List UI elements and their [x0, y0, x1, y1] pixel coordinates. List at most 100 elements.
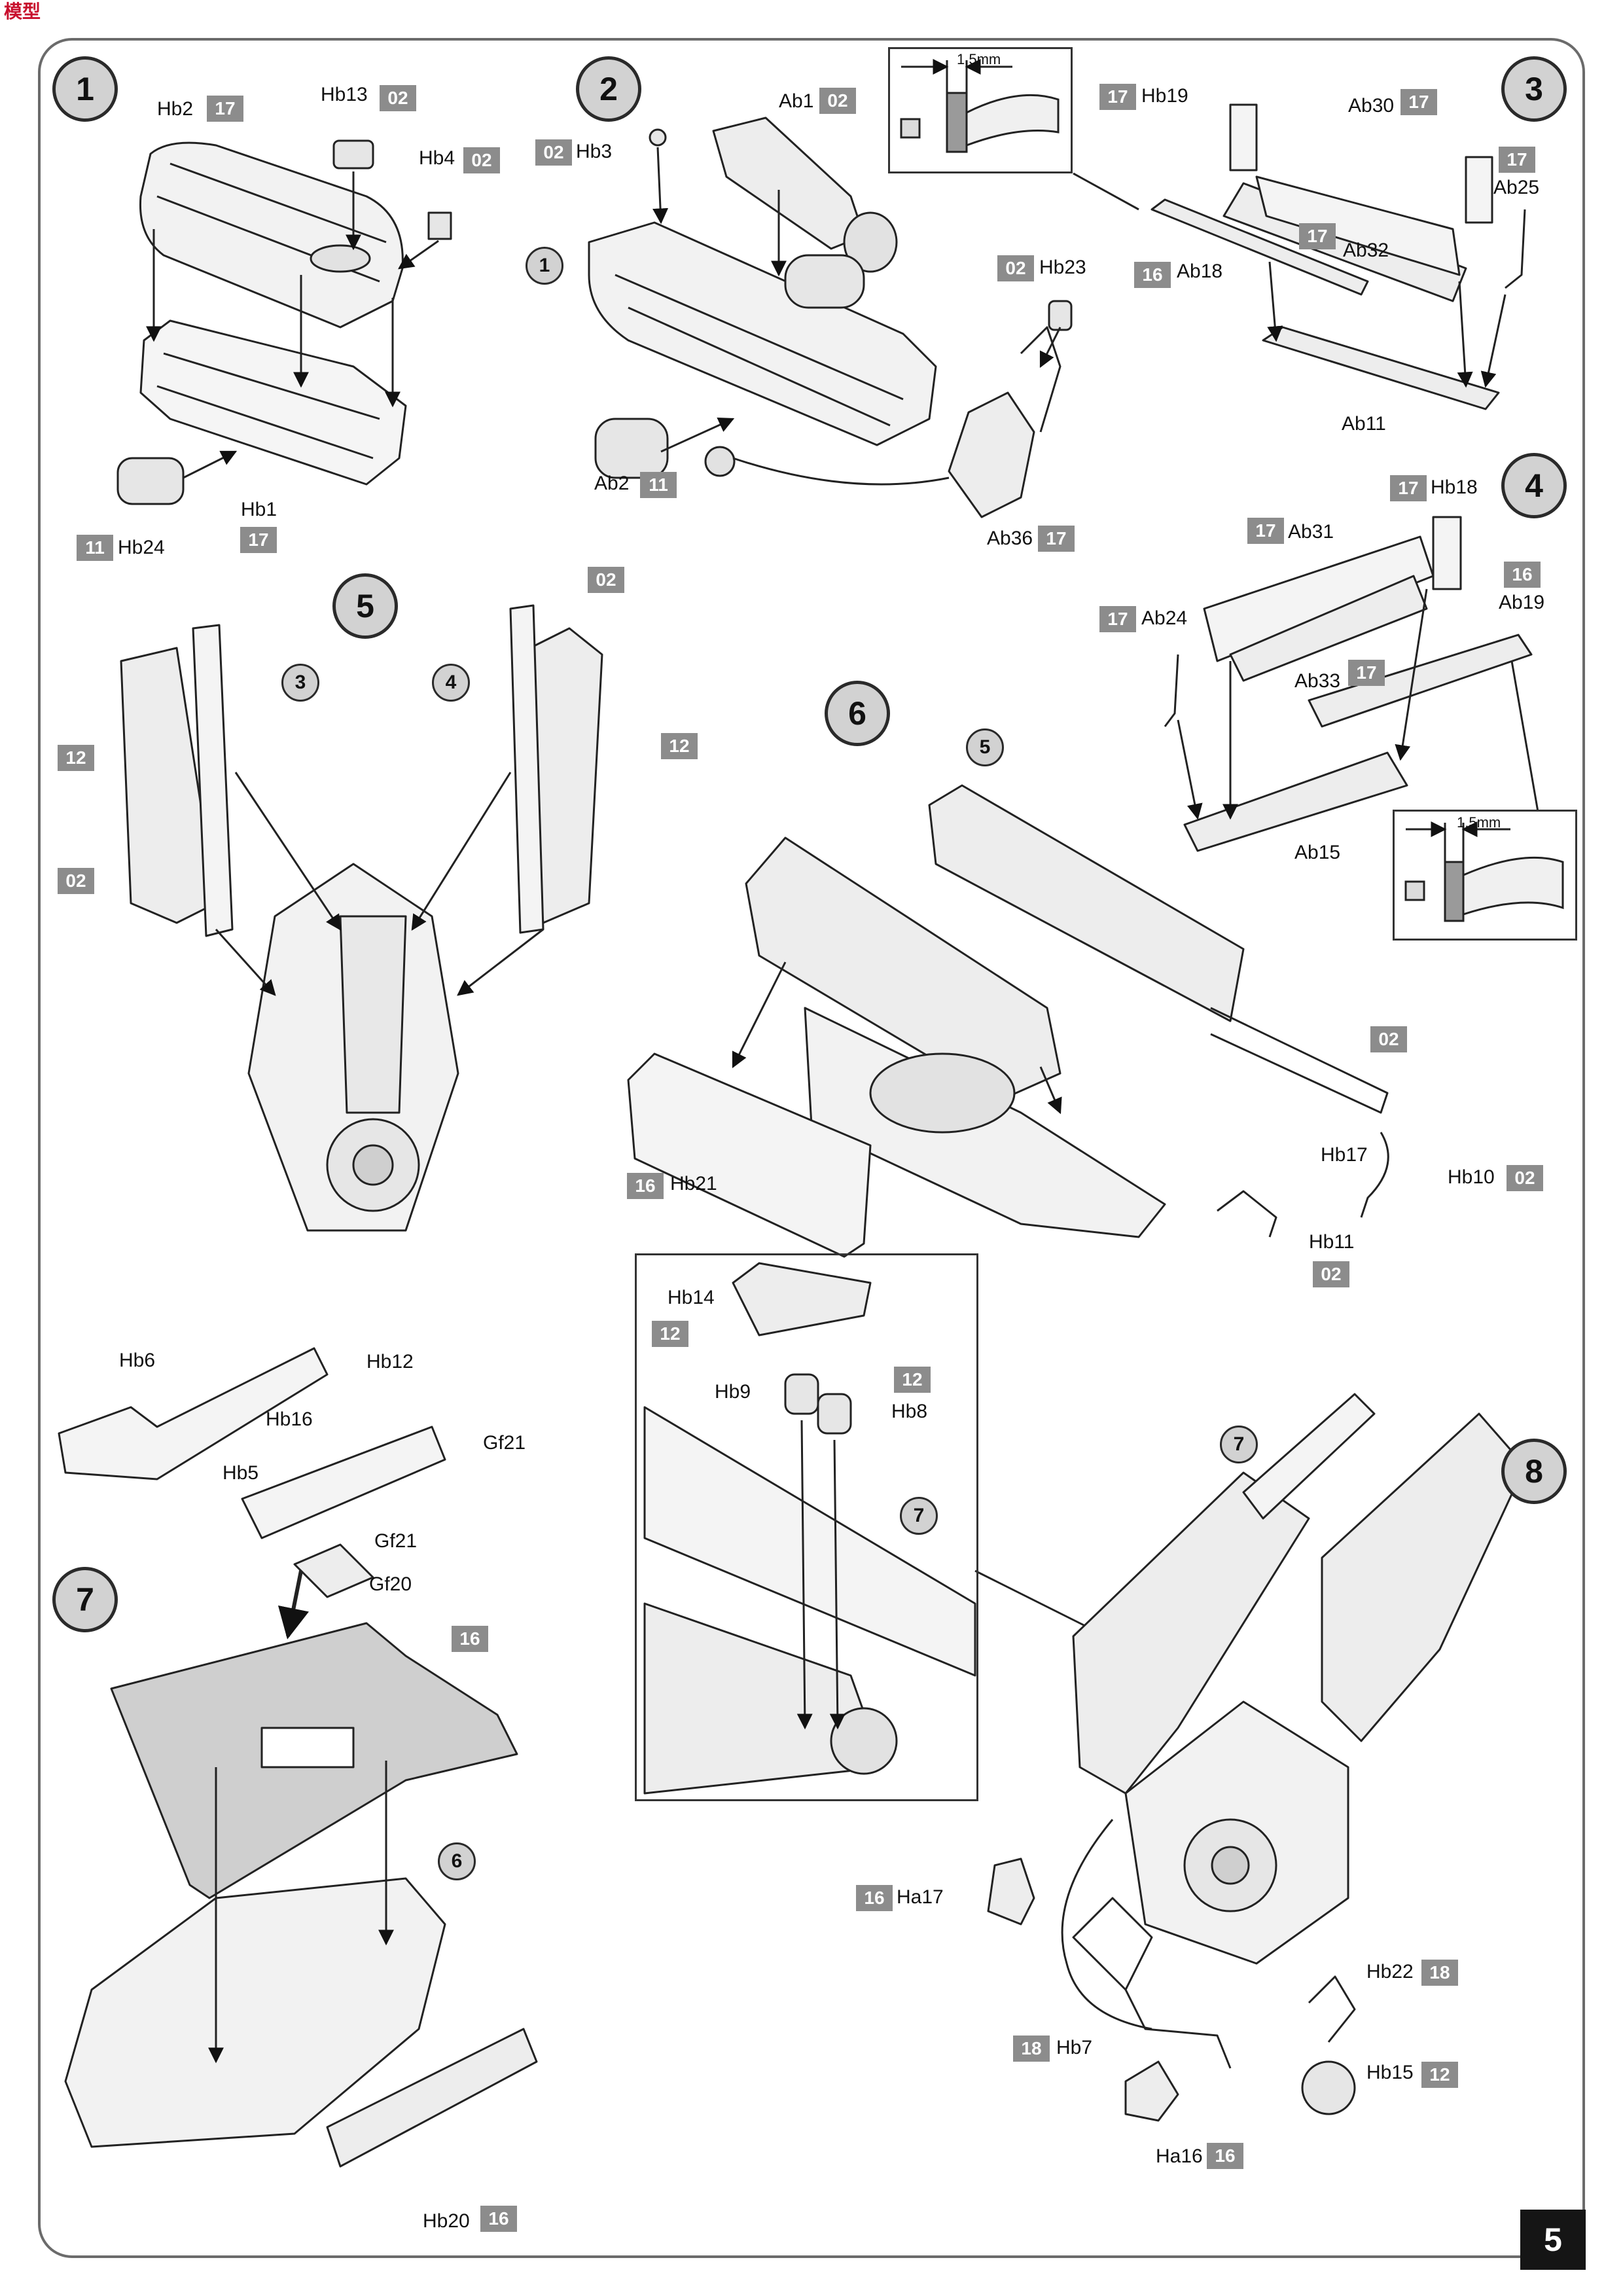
sprue-badge: 17: [1299, 223, 1336, 249]
part-label: Hb17: [1321, 1144, 1368, 1166]
ref-circle-6: 6: [438, 1842, 476, 1880]
sprue-badge: 02: [535, 139, 572, 166]
sprue-badge: 16: [1504, 562, 1541, 588]
part-label: Ab31: [1288, 521, 1334, 543]
part-label: Hb5: [223, 1462, 259, 1484]
logo-text: 模型: [4, 1, 41, 22]
ref-circle-7: 7: [1220, 1426, 1258, 1463]
step-number-7: 7: [52, 1567, 118, 1632]
part-label: Hb11: [1309, 1231, 1355, 1253]
part-label: Hb21: [670, 1173, 717, 1194]
part-label: Hb9: [715, 1381, 751, 1403]
part-label: Ab15: [1294, 842, 1341, 863]
part-label: Ha16: [1156, 2145, 1203, 2167]
sprue-badge: 12: [1421, 2062, 1458, 2088]
sprue-badge: 12: [652, 1321, 688, 1347]
part-label: Gf20: [369, 1573, 412, 1595]
ref-circle-4: 4: [432, 664, 470, 702]
ref-circle-5: 5: [966, 728, 1004, 766]
sprue-badge: 16: [856, 1885, 893, 1911]
sprue-badge: 17: [207, 96, 243, 122]
step8-drawing: [987, 1393, 1526, 2122]
sprue-badge: 17: [1390, 475, 1427, 501]
ref-circle-3: 3: [281, 664, 319, 702]
sprue-badge: 17: [1099, 606, 1136, 632]
sprue-badge: 02: [997, 255, 1034, 281]
sprue-badge: 02: [588, 567, 624, 593]
part-label: Ab30: [1348, 95, 1395, 117]
part-label: Hb20: [423, 2210, 470, 2232]
part-label: Gf21: [374, 1530, 418, 1552]
part-label: Hb8: [891, 1401, 928, 1422]
step6-drawing: [627, 784, 1389, 1258]
part-label: Ha17: [897, 1886, 944, 1908]
part-label: Hb4: [419, 147, 455, 169]
sprue-badge: 02: [58, 868, 94, 894]
step7-closeup-drawing: [643, 1262, 1094, 1795]
sprue-badge: 16: [1207, 2143, 1243, 2169]
step-number-4: 4: [1501, 453, 1567, 518]
part-label: Hb6: [119, 1350, 156, 1371]
part-label: Hb18: [1431, 476, 1478, 498]
sprue-badge: 12: [661, 733, 698, 759]
part-label: Gf21: [483, 1432, 526, 1454]
sprue-badge: 16: [452, 1626, 488, 1652]
sprue-badge: 16: [1134, 262, 1171, 288]
step-number-3: 3: [1501, 56, 1567, 122]
sprue-badge: 02: [1313, 1261, 1349, 1287]
part-label: Hb7: [1056, 2037, 1093, 2058]
part-label: Ab11: [1342, 413, 1386, 435]
part-label: Ab25: [1493, 177, 1540, 198]
part-label: Hb24: [118, 537, 165, 558]
sprue-badge: 17: [240, 527, 277, 553]
step7-drawing: [58, 1347, 538, 2168]
ref-circle-7-closeup: 7: [900, 1497, 938, 1535]
sprue-badge: 02: [380, 85, 416, 111]
step-number-8: 8: [1501, 1439, 1567, 1504]
sprue-badge: 02: [1370, 1026, 1407, 1052]
sprue-badge: 17: [1038, 526, 1075, 552]
part-label: Hb2: [157, 98, 194, 120]
part-label: Hb10: [1448, 1166, 1495, 1188]
sprue-badge: 18: [1421, 1960, 1458, 1986]
sprue-badge: 17: [1499, 147, 1535, 173]
part-label: Hb12: [366, 1351, 414, 1372]
part-label: Hb3: [576, 141, 613, 162]
sprue-badge: 17: [1348, 660, 1385, 686]
ref-circle-1: 1: [526, 247, 563, 285]
sprue-badge: 17: [1247, 518, 1284, 544]
step-number-5: 5: [332, 573, 398, 639]
part-label: Ab18: [1177, 260, 1223, 282]
part-label: Ab1: [779, 90, 814, 112]
dimension-label-step3: 1,5mm: [957, 51, 1001, 67]
part-label: Ab24: [1141, 607, 1188, 629]
sprue-badge: 02: [463, 147, 500, 173]
step1-drawing: [116, 139, 452, 505]
part-label: Ab19: [1499, 592, 1545, 613]
detail-box-step4-drawing: [1404, 821, 1564, 922]
part-label: Hb1: [241, 499, 277, 520]
part-label: Hb23: [1039, 257, 1086, 278]
part-label: Ab33: [1294, 670, 1341, 692]
step-number-2: 2: [576, 56, 641, 122]
sprue-badge: 17: [1099, 84, 1136, 110]
step-number-6: 6: [825, 681, 890, 746]
site-logo: 模型: [4, 3, 50, 27]
step5-drawing: [120, 604, 603, 1232]
step-number-1: 1: [52, 56, 118, 122]
detail-box-step3-drawing: [900, 59, 1060, 153]
sprue-badge: 02: [819, 88, 856, 114]
page-number: 5: [1520, 2210, 1586, 2270]
part-label: Hb15: [1366, 2062, 1414, 2083]
part-label: Hb16: [266, 1408, 313, 1430]
sprue-badge: 17: [1400, 89, 1437, 115]
sprue-badge: 12: [58, 745, 94, 771]
part-label: Hb13: [321, 84, 368, 105]
closeup-box-step7: [635, 1253, 978, 1801]
part-label: Hb14: [668, 1287, 715, 1308]
sprue-badge: 02: [1507, 1165, 1543, 1191]
step2-drawing: [588, 117, 1073, 518]
sprue-badge: 11: [640, 472, 677, 498]
part-label: Ab2: [594, 473, 630, 494]
sprue-badge: 18: [1013, 2036, 1050, 2062]
